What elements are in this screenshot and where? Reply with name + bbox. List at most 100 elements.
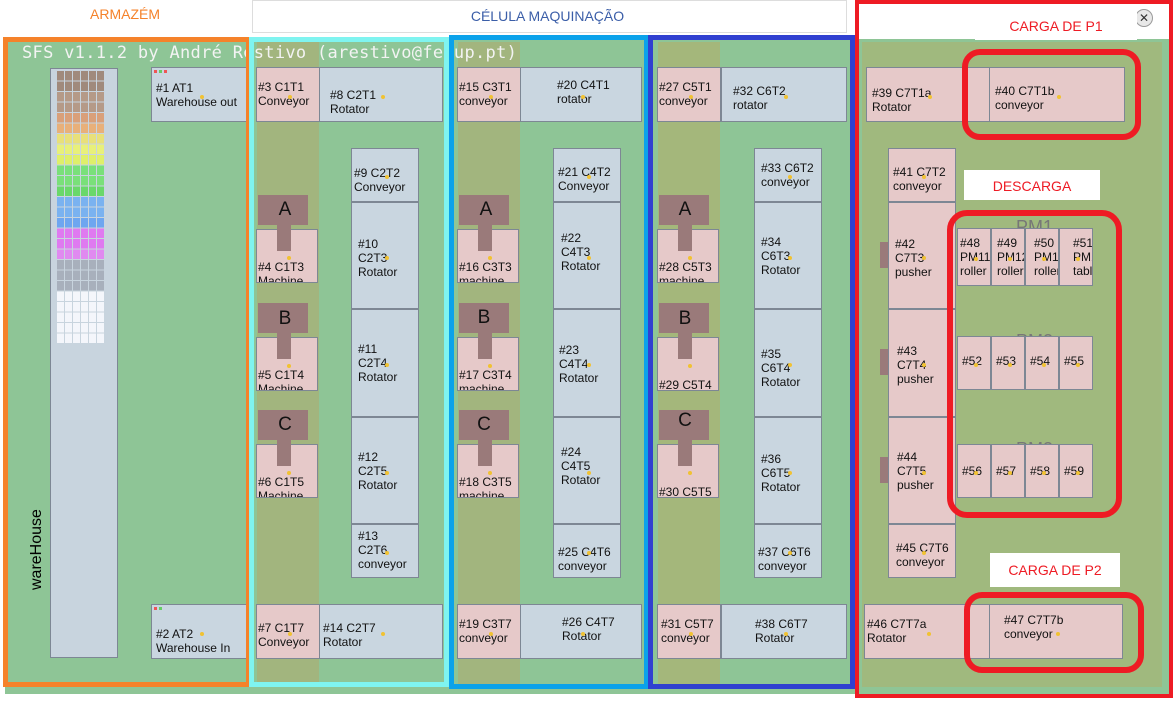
cell-c7t5[interactable]: #44 C7T5 pusher: [888, 417, 956, 524]
warehouse-slot: [97, 323, 104, 333]
cell-label: #42 C7T3 pusher: [895, 237, 932, 279]
cell-c4t2[interactable]: #21 C4T2 Conveyor: [553, 148, 621, 202]
cell-c6t3[interactable]: #34 C6T3 Rotator: [754, 202, 822, 309]
cell-pm11[interactable]: #48 PM11 roller: [957, 228, 991, 286]
cell-t58[interactable]: #58: [1025, 444, 1059, 498]
warehouse-slot: [57, 123, 64, 133]
cell-c5t7[interactable]: #31 C5T7 conveyor: [657, 604, 721, 659]
machine-letter-c: C: [278, 414, 292, 435]
cell-at2[interactable]: #2 AT2 Warehouse In: [151, 604, 249, 659]
cell-c4t3[interactable]: #22 C4T3 Rotator: [553, 202, 621, 309]
warehouse-slot: [65, 270, 72, 280]
cell-label: #37 C6T6 conveyor: [758, 545, 811, 573]
cell-pm13[interactable]: #50 PM13 roller: [1025, 228, 1059, 286]
warehouse-slot: [73, 281, 80, 291]
cell-label: #50 PM13 roller: [1034, 236, 1059, 278]
cell-c1t1[interactable]: #3 C1T1 Conveyor: [256, 67, 320, 122]
cell-t53[interactable]: #53: [991, 336, 1025, 390]
status-dot: [581, 94, 585, 99]
warehouse-slot: [97, 239, 104, 249]
carga-p2-outline: [964, 592, 1144, 673]
cell-c6t5[interactable]: #36 C6T5 Rotator: [754, 417, 822, 524]
cell-t54[interactable]: #54: [1025, 336, 1059, 390]
status-dot: [200, 631, 204, 636]
carga-p1-label: CARGA DE P1: [1009, 18, 1103, 34]
warehouse-slot: [57, 249, 64, 259]
cell-c4t1[interactable]: #20 C4T1 rotator: [520, 67, 642, 122]
cell-c6t2b[interactable]: #33 C6T2 conveyor: [754, 148, 822, 202]
cell-c7t4[interactable]: #43 C7T4 pusher: [888, 309, 956, 417]
cell-c7t2[interactable]: #41 C7T2 conveyor: [888, 148, 956, 202]
warehouse-slot: [97, 291, 104, 301]
cell-c2t1[interactable]: #8 C2T1 Rotator: [319, 67, 443, 122]
cell-c4t4[interactable]: #23 C4T4 Rotator: [553, 309, 621, 417]
cell-t56[interactable]: #56: [957, 444, 991, 498]
warehouse-slot: [81, 291, 88, 301]
cell-label: #1 AT1 Warehouse out: [156, 81, 237, 109]
cell-c3t1[interactable]: #15 C3T1 conveyor: [457, 67, 521, 122]
cell-t57[interactable]: #57: [991, 444, 1025, 498]
cell-c4t6[interactable]: #25 C4T6 conveyor: [553, 524, 621, 578]
machine-c-3: [659, 410, 709, 440]
cell-c2t5[interactable]: #12 C2T5 Rotator: [351, 417, 419, 524]
machine-letter-a: A: [678, 199, 692, 220]
cell-t59[interactable]: #59: [1059, 444, 1093, 498]
cell-c7t1b[interactable]: #40 C7T1b conveyor: [989, 67, 1125, 122]
warehouse-slot: [65, 134, 72, 144]
cell-c7t6[interactable]: #45 C7T6 conveyor: [888, 524, 956, 578]
cell-c2t6[interactable]: #13 C2T6 conveyor: [351, 524, 419, 578]
cell-c7t1a[interactable]: #39 C7T1a Rotator: [866, 67, 990, 122]
machine-b-3-stem: [678, 333, 692, 359]
warehouse-slot: [81, 249, 88, 259]
warehouse-slot: [73, 123, 80, 133]
cell-c7t3[interactable]: #42 C7T3 pusher: [888, 202, 956, 309]
cell-c4t5[interactable]: #24 C4T5 Rotator: [553, 417, 621, 524]
cell-c6t7[interactable]: #38 C6T7 Rotator: [721, 604, 847, 659]
cell-c3t7[interactable]: #19 C3T7 conveyor: [457, 604, 521, 659]
cell-c4t7[interactable]: #26 C4T7 Rotator: [520, 604, 642, 659]
cell-c7t7b[interactable]: #47 C7T7b conveyor: [989, 604, 1123, 659]
status-dot: [1076, 471, 1080, 475]
status-dot: [287, 471, 291, 475]
cell-c6t4[interactable]: #35 C6T4 Rotator: [754, 309, 822, 417]
warehouse-slot: [97, 302, 104, 312]
cell-c6t6[interactable]: #37 C6T6 conveyor: [754, 524, 822, 578]
cell-pm14[interactable]: #51 PM14 table: [1059, 228, 1093, 286]
warehouse-slot: [89, 249, 96, 259]
status-dot: [287, 364, 291, 368]
cell-c2t2[interactable]: #9 C2T2 Conveyor: [351, 148, 419, 202]
cell-c2t4[interactable]: #11 C2T4 Rotator: [351, 309, 419, 417]
status-dot: [385, 175, 389, 179]
cell-c2t3[interactable]: #10 C2T3 Rotator: [351, 202, 419, 309]
cell-c5t1[interactable]: #27 C5T1 conveyor: [657, 67, 721, 122]
cell-c1t7[interactable]: #7 C1T7 Conveyor: [256, 604, 320, 659]
warehouse-slot: [97, 333, 104, 343]
status-dot: [688, 256, 692, 260]
status-dot: [1057, 94, 1061, 99]
cell-c6t2a[interactable]: #32 C6T2 rotator: [721, 67, 847, 122]
warehouse-slot: [89, 92, 96, 102]
cell-t52[interactable]: #52: [957, 336, 991, 390]
cell-pm12[interactable]: #49 PM12 roller: [991, 228, 1025, 286]
cell-c2t7[interactable]: #14 C2T7 Rotator: [319, 604, 443, 659]
cell-label: #18 C3T5 machine: [459, 475, 512, 498]
warehouse-slot: [89, 239, 96, 249]
warehouse-slot: [57, 197, 64, 207]
cell-c1t3[interactable]: #4 C1T3 Machine: [256, 229, 318, 283]
cell-t55[interactable]: #55: [1059, 336, 1093, 390]
warehouse-slot: [65, 113, 72, 123]
warehouse-slot: [97, 113, 104, 123]
carga-p2-label-box: [990, 553, 1120, 587]
warehouse-slot: [73, 102, 80, 112]
warehouse-slot: [57, 312, 64, 322]
warehouse-slot: [65, 260, 72, 270]
warehouse-slot: [81, 71, 88, 81]
warehouse-grid: [57, 71, 107, 351]
warehouse-slot: [81, 165, 88, 175]
cell-c1t4[interactable]: #5 C1T4 Machine: [256, 337, 318, 391]
warehouse-slot: [73, 197, 80, 207]
descarga-label: DESCARGA: [992, 178, 1072, 194]
status-dot: [381, 631, 385, 636]
warehouse-slot: [89, 207, 96, 217]
warehouse-slot: [89, 270, 96, 280]
